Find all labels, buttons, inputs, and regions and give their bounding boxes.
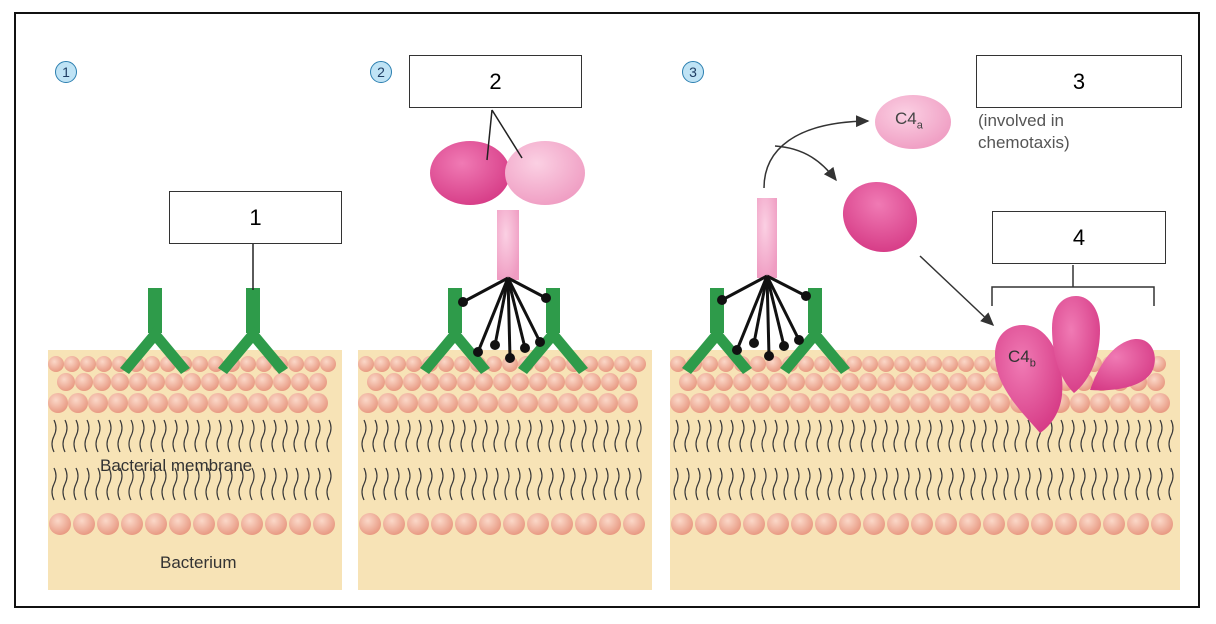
label-box-3: 3	[976, 55, 1182, 108]
label-box-2: 2	[409, 55, 582, 108]
c1-stalk-3	[757, 198, 777, 278]
membrane-panel-1	[48, 350, 342, 590]
bracket-4	[991, 265, 1155, 306]
c4-fragment	[842, 181, 918, 253]
panel-2-complex	[420, 109, 588, 374]
label-box-1: 1	[169, 191, 342, 244]
bacterium-caption: Bacterium	[160, 553, 237, 572]
c4a-fragment	[875, 95, 951, 149]
c4a-label: C4a	[895, 108, 923, 136]
lipid-tails	[361, 419, 642, 501]
c2-light-lobe	[505, 141, 585, 205]
label-box-4: 4	[992, 211, 1166, 264]
c4b-drop-2	[1052, 296, 1100, 393]
lipid-heads	[48, 356, 336, 535]
step-marker-2: 2	[370, 61, 392, 83]
arrow-to-c4b	[919, 255, 995, 327]
membrane-panel-2	[358, 350, 652, 590]
panel-1-antibodies	[120, 244, 288, 374]
leader-line-2a	[486, 109, 493, 161]
c1-stalk	[497, 210, 519, 280]
membrane-caption: Bacterial membrane	[100, 456, 253, 475]
chemotaxis-line-1: (involved in	[978, 111, 1064, 130]
c4a-label-main: C4	[895, 109, 917, 128]
leader-line-2b	[491, 109, 523, 159]
chemotaxis-note: (involved in chemotaxis)	[978, 110, 1070, 154]
c4b-label-main: C4	[1008, 347, 1030, 366]
panel-3-cleavage	[682, 95, 1155, 433]
c4b-drop-3	[1090, 339, 1155, 391]
antibody-3b	[780, 288, 850, 374]
c4b-label: C4b	[1008, 346, 1036, 374]
antibody-1a	[120, 288, 190, 374]
chemotaxis-line-2: chemotaxis)	[978, 133, 1070, 152]
lipid-tails	[51, 419, 332, 501]
c2-dark-lobe	[430, 141, 510, 205]
arrow-to-c4a	[763, 115, 870, 189]
c4b-drop-1	[995, 325, 1063, 433]
step-marker-3: 3	[682, 61, 704, 83]
lipid-tails	[673, 419, 1174, 501]
c4a-label-sub: a	[916, 119, 923, 132]
step-marker-1: 1	[55, 61, 77, 83]
antibody-2a	[420, 288, 490, 374]
arrow-to-fragment	[774, 145, 837, 182]
c1-arm-tips	[458, 293, 551, 363]
c1-arms	[462, 276, 547, 359]
c4b-label-sub: b	[1029, 357, 1036, 370]
antibody-1b	[218, 288, 288, 374]
